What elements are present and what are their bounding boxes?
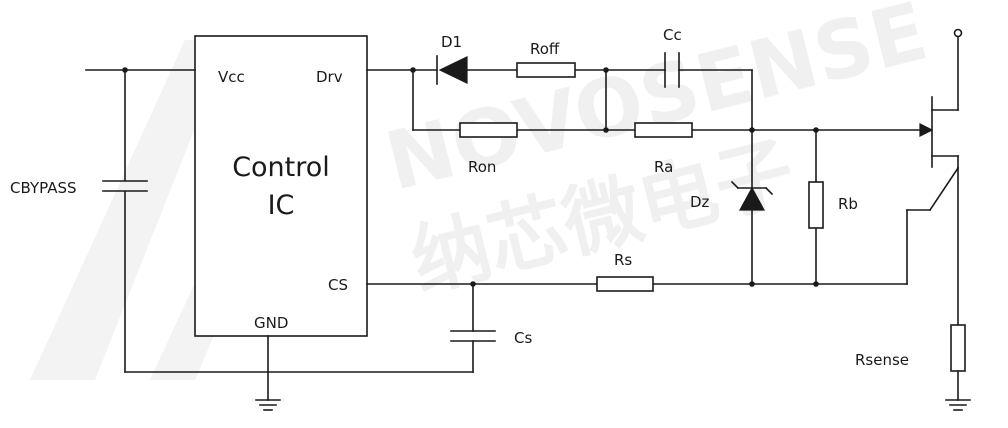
d1-label: D1 xyxy=(441,33,462,51)
cc-label: Cc xyxy=(663,26,682,44)
rsense-label: Rsense xyxy=(855,351,909,369)
resistor-ra xyxy=(634,122,693,138)
ra-label: Ra xyxy=(654,158,673,176)
pin-vcc-label: Vcc xyxy=(218,68,245,86)
rsense-ground xyxy=(945,370,971,411)
diode-d1 xyxy=(436,55,468,85)
cs-net xyxy=(366,209,931,373)
rs-label: Rs xyxy=(614,251,632,269)
roff-label: Roff xyxy=(530,40,560,58)
control-ic xyxy=(194,35,368,337)
ic-title-line2: IC xyxy=(268,190,295,221)
resistor-rsense xyxy=(950,324,966,372)
watermark-logo xyxy=(30,40,230,380)
rb-label: Rb xyxy=(838,195,858,213)
watermark: NOVOSENSE 纳芯微电子 xyxy=(30,0,936,380)
ron-label: Ron xyxy=(468,158,496,176)
drain-terminal xyxy=(953,28,963,38)
vcc-net xyxy=(85,69,474,373)
drive-net xyxy=(366,69,923,286)
ic-ground xyxy=(255,335,281,411)
resistor-rb xyxy=(808,181,824,229)
cbypass-label: CBYPASS xyxy=(10,179,77,197)
zener-dz xyxy=(730,180,774,211)
ic-title-line1: Control xyxy=(232,152,330,183)
resistor-rs xyxy=(596,276,654,292)
pin-gnd-label: GND xyxy=(254,314,288,332)
resistor-roff xyxy=(516,62,576,78)
cs-capacitor-label: Cs xyxy=(514,329,532,347)
pin-drv-label: Drv xyxy=(316,68,343,86)
capacitor-cc xyxy=(664,52,680,88)
pin-cs-label: CS xyxy=(328,276,348,294)
resistor-ron xyxy=(459,122,518,138)
cbypass-capacitor xyxy=(102,180,148,192)
capacitor-cs xyxy=(450,330,496,342)
mosfet xyxy=(919,28,963,326)
junctions xyxy=(122,67,819,287)
dz-label: Dz xyxy=(690,193,710,211)
